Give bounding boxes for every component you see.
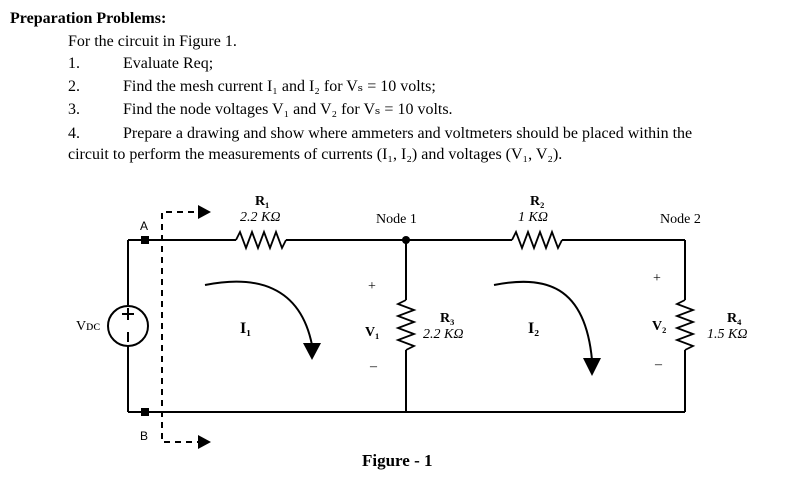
terminal-a-square: [141, 236, 149, 244]
item-text-continued: circuit to perform the measurements of c…: [68, 146, 563, 163]
r4-label: R₄: [727, 311, 742, 326]
arrow-head-b: [198, 435, 211, 449]
node-1-dot: [402, 236, 410, 244]
i2-label: I₂: [528, 320, 539, 337]
node-2-label: Node 2: [660, 212, 701, 227]
vdc-label: Vᴅᴄ: [76, 319, 100, 334]
arrow-head-a: [198, 205, 211, 219]
mesh-current-i2-arrow: [493, 280, 593, 361]
item-text: Find the node voltages V₁ and V₂ for Vₛ …: [123, 101, 453, 118]
terminal-b-square: [141, 408, 149, 416]
dashed-terminal-path: [161, 211, 205, 443]
intro-text: For the circuit in Figure 1.: [68, 33, 237, 50]
resistor-r2-zigzag: [511, 229, 563, 251]
i1-label: I₁: [240, 320, 251, 337]
resistor-r1-zigzag: [235, 229, 287, 251]
item-number: 4.: [68, 125, 80, 142]
v1-label: V₁: [365, 325, 379, 340]
mesh-i2-arrowhead: [583, 358, 601, 376]
r2-label: R₂: [530, 194, 544, 209]
figure-caption: Figure - 1: [362, 451, 433, 470]
v1-minus-sign: –: [369, 359, 378, 374]
r3-label: R₃: [440, 311, 454, 326]
v1-plus-sign: +: [368, 279, 376, 294]
v2-minus-sign: –: [654, 357, 663, 372]
r3-value: 2.2 KΩ: [423, 327, 463, 342]
mesh-current-i1-arrow: [204, 280, 313, 346]
mesh-i1-arrowhead: [303, 343, 321, 360]
r2-value: 1 KΩ: [518, 210, 548, 225]
section-heading: Preparation Problems:: [10, 10, 167, 27]
item-number: 3.: [68, 101, 80, 118]
item-number: 2.: [68, 78, 80, 95]
terminal-b-label: B: [140, 429, 148, 443]
node-1-label: Node 1: [376, 212, 417, 227]
item-text: Find the mesh current I₁ and I₂ for Vₛ =…: [123, 78, 436, 95]
v2-plus-sign: +: [653, 271, 661, 286]
item-text: Prepare a drawing and show where ammeter…: [123, 125, 693, 142]
r1-value: 2.2 KΩ: [240, 210, 280, 225]
item-text: Evaluate Req;: [123, 55, 214, 72]
v2-label: V₂: [652, 319, 666, 334]
terminal-a-label: A: [140, 219, 148, 233]
r4-value: 1.5 KΩ: [707, 327, 747, 342]
resistor-r4-zigzag: [674, 299, 696, 351]
r1-label: R₁: [255, 194, 269, 209]
resistor-r3-zigzag: [395, 299, 417, 351]
item-number: 1.: [68, 55, 80, 72]
